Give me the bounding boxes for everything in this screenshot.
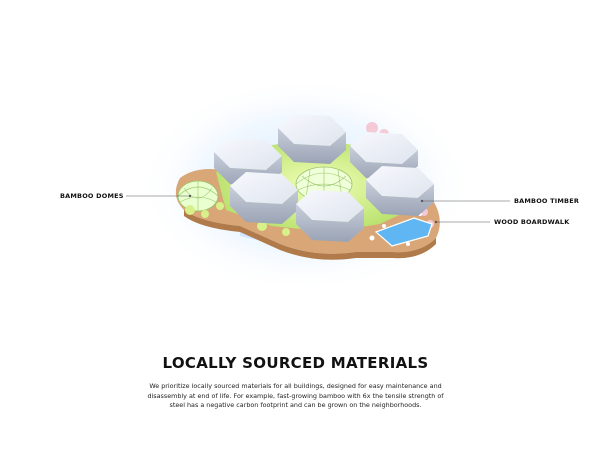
building-center-front [296, 190, 364, 242]
label-bamboo-domes: BAMBOO DOMES [60, 192, 124, 200]
building-left-front [230, 172, 298, 224]
building-back [278, 114, 346, 164]
building-right-front [366, 166, 434, 216]
section-body: We prioritize locally sourced materials … [147, 382, 444, 410]
pool-umbrellas [369, 212, 422, 246]
island-diagram [126, 75, 510, 295]
callout-leaders [126, 194, 510, 224]
wood-deck-edge [184, 210, 436, 260]
section-title: LOCALLY SOURCED MATERIALS [162, 354, 429, 372]
label-bamboo-timber: BAMBOO TIMBER [514, 197, 580, 205]
label-wood-boardwalk: WOOD BOARDWALK [494, 218, 570, 226]
bamboo-timber-buildings [214, 114, 434, 242]
pool [374, 217, 433, 247]
